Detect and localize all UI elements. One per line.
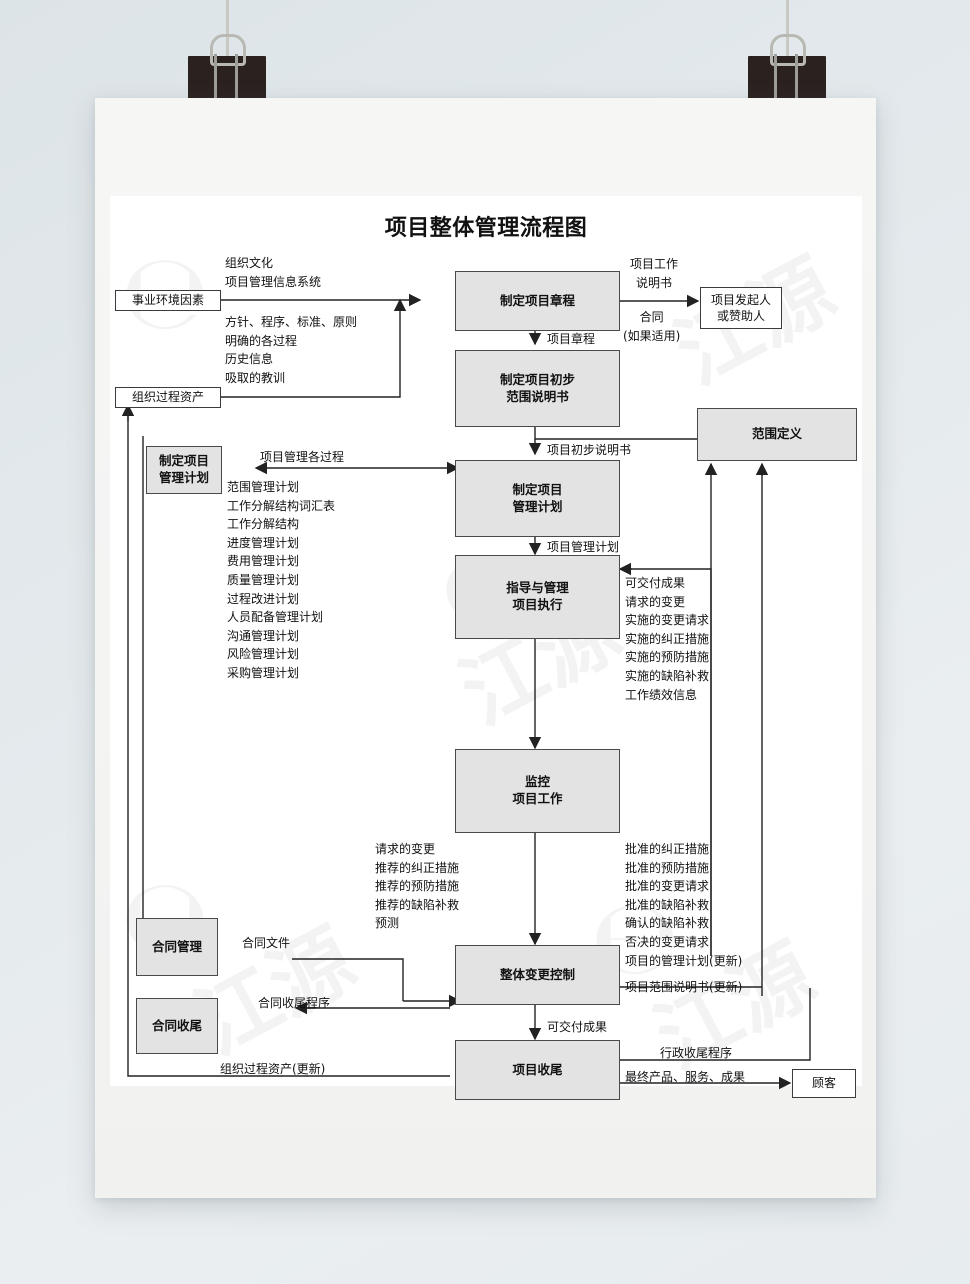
node-label: 项目发起人 或赞助人 [710, 292, 771, 323]
poster-paper: ℮ 江源 ℮ 江源 ℮ 江源 ℮ 江源 项目整体管理流程图 [95, 98, 876, 1198]
node-scope-definition[interactable]: 范围定义 [697, 408, 857, 461]
node-label: 合同收尾 [151, 1017, 202, 1033]
node-label: 制定项目章程 [499, 292, 575, 308]
node-project-sponsor[interactable]: 项目发起人 或赞助人 [700, 287, 782, 329]
label-final-products: 最终产品、服务、成果 [625, 1070, 746, 1084]
node-contract-administration[interactable]: 合同管理 [136, 918, 218, 976]
node-label: 监控 项目工作 [512, 774, 563, 806]
hanging-string-right [786, 0, 789, 62]
clip-wire-leg-a [774, 54, 777, 100]
node-close-project[interactable]: 项目收尾 [455, 1040, 620, 1100]
node-monitor-control-work[interactable]: 监控 项目工作 [455, 749, 620, 833]
node-develop-pm-plan-left[interactable]: 制定项目 管理计划 [146, 446, 222, 494]
node-label: 合同管理 [151, 938, 202, 954]
label-scope-statement-update: 项目范围说明书(更新) [625, 980, 743, 994]
node-label: 制定项目 管理计划 [158, 453, 209, 485]
label-execution-outputs: 可交付成果 请求的变更 实施的变更请求 实施的纠正措施 实施的预防措施 实施的缺… [625, 576, 710, 702]
node-develop-pm-plan[interactable]: 制定项目 管理计划 [455, 460, 620, 537]
page-title: 项目整体管理流程图 [384, 216, 588, 241]
node-label: 整体变更控制 [499, 966, 575, 982]
node-label: 指导与管理 项目执行 [506, 580, 569, 612]
label-project-charter-output: 项目章程 [547, 332, 596, 346]
label-contract-closure-procedure: 合同收尾程序 [258, 996, 331, 1010]
node-label: 顾客 [811, 1076, 836, 1091]
label-asset-outputs: 方针、程序、标准、原则 明确的各过程 历史信息 吸取的教训 [225, 315, 358, 385]
diagram-sheet: ℮ 江源 ℮ 江源 ℮ 江源 ℮ 江源 项目整体管理流程图 [110, 196, 862, 1100]
label-pm-processes: 项目管理各过程 [260, 450, 345, 464]
label-monitor-left-outputs: 请求的变更 推荐的纠正措施 推荐的预防措施 推荐的缺陷补救 预测 [375, 842, 460, 931]
node-integrated-change-control[interactable]: 整体变更控制 [455, 945, 620, 1005]
label-deliverables: 可交付成果 [547, 1020, 608, 1034]
node-enterprise-environment[interactable]: 事业环境因素 [115, 290, 221, 311]
node-customer[interactable]: 顾客 [792, 1069, 856, 1098]
node-label: 项目收尾 [512, 1061, 563, 1077]
label-org-assets-update: 组织过程资产(更新) [220, 1062, 326, 1076]
node-preliminary-scope-statement[interactable]: 制定项目初步 范围说明书 [455, 350, 620, 427]
label-plan-components: 范围管理计划 工作分解结构词汇表 工作分解结构 进度管理计划 费用管理计划 质量… [227, 480, 336, 680]
flow-connectors [121, 293, 811, 1090]
hanging-string-left [226, 0, 229, 62]
label-environment-outputs: 组织文化 项目管理信息系统 [225, 256, 322, 289]
label-monitor-right-outputs: 批准的纠正措施 批准的预防措施 批准的变更请求 批准的缺陷补救 确认的缺陷补救 … [625, 842, 743, 968]
clip-wire-leg-b [795, 54, 798, 100]
clip-wire-loop [210, 34, 246, 66]
node-label: 组织过程资产 [131, 390, 204, 405]
label-pm-plan-output: 项目管理计划 [547, 540, 620, 554]
node-label: 制定项目 管理计划 [512, 481, 563, 514]
label-admin-closure-procedure: 行政收尾程序 [660, 1046, 733, 1060]
node-org-process-assets[interactable]: 组织过程资产 [115, 387, 221, 408]
node-develop-project-charter[interactable]: 制定项目章程 [455, 271, 620, 331]
label-contract-documents: 合同文件 [242, 936, 291, 950]
label-contract-if-applicable: 合同 (如果适用) [623, 310, 681, 343]
label-statement-of-work: 项目工作 说明书 [630, 257, 679, 290]
clip-wire-leg-a [214, 54, 217, 100]
clip-wire-loop [770, 34, 806, 66]
node-label: 事业环境因素 [131, 293, 204, 308]
node-direct-manage-execution[interactable]: 指导与管理 项目执行 [455, 555, 620, 639]
node-label: 范围定义 [751, 426, 802, 442]
node-label: 制定项目初步 范围说明书 [499, 371, 575, 404]
node-contract-closure[interactable]: 合同收尾 [136, 998, 218, 1054]
label-preliminary-scope-output: 项目初步说明书 [547, 443, 632, 457]
clip-wire-leg-b [235, 54, 238, 100]
